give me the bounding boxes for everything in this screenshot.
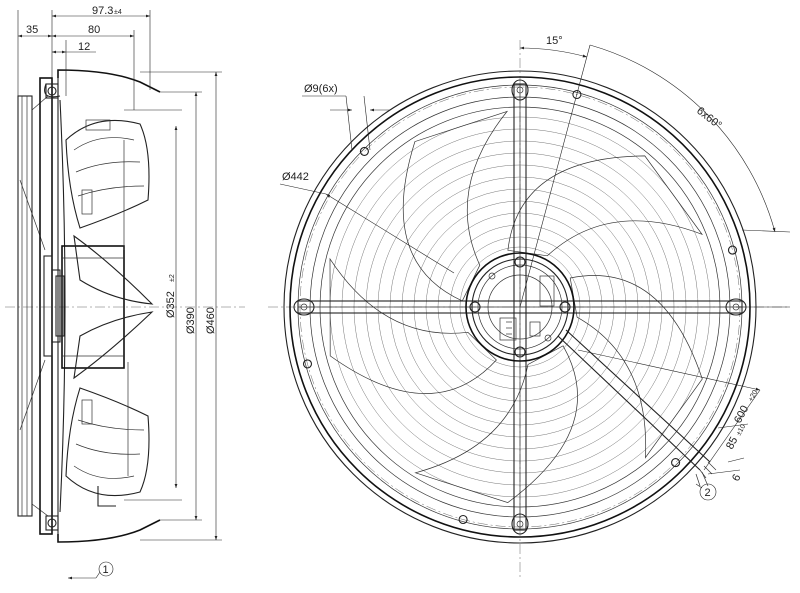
dim-85-tolerance: ±10 [736,423,748,437]
mounting-hole [727,245,738,255]
mounting-hole [671,458,681,468]
fan-blade [402,110,509,302]
venturi-ring [57,69,161,543]
hole-dimension: Ø9(6x) [302,83,390,151]
fan-blades-front [329,110,703,503]
mounting-hole [458,514,468,525]
front-view: 15° 6x60° Ø9(6x) Ø442 600 +20 85 [268,35,791,580]
dim-d390: Ø390 [185,307,197,334]
dim-97-3: 97.3 [92,5,113,17]
fan-blade [329,257,497,394]
dim-85: 85 [724,435,740,451]
dim-15-degrees: 15° [546,35,563,47]
dim-hole-diameter: Ø9(6x) [304,83,338,95]
dim-35: 35 [26,24,38,36]
side-top-dimensions: 97.3 ±4 35 80 12 [17,5,151,110]
dim-80: 80 [88,24,100,36]
mounting-hole [302,359,313,369]
dim-12: 12 [78,41,90,53]
dim-97-3-tolerance: ±4 [114,9,122,16]
side-view: 97.3 ±4 35 80 12 Ø352 ±2 Ø390 Ø460 [5,5,245,580]
cable-exit [557,329,717,487]
motor-hub-front [465,252,575,362]
dim-d460: Ø460 [205,307,217,334]
dim-600-tolerance: +20 [748,389,760,403]
cable-marker: 2 [695,483,717,501]
bolt-circle-dimension: Ø442 [279,171,455,274]
airflow-marker-label: 1 [103,564,109,576]
mounting-hole [572,89,582,100]
fan-blades-side [44,83,154,507]
dim-d352: Ø352 [165,291,177,318]
dim-6: 6 [730,472,743,483]
guard-grill [17,95,49,517]
dim-d442: Ø442 [282,171,309,183]
mounting-flange [39,77,61,535]
airflow-direction-marker: 1 [68,561,114,580]
side-vertical-dimensions: Ø352 ±2 Ø390 Ø460 [124,71,222,541]
motor-hub [55,245,125,369]
cable-marker-label: 2 [705,487,711,499]
mounting-hole [359,146,369,156]
mounting-holes [302,89,738,525]
dim-d352-tolerance: ±2 [169,274,176,282]
fan-blade [569,275,703,459]
fan-blade [507,155,703,257]
fan-blade [414,345,578,503]
dim-6x60-degrees: 6x60° [694,105,724,132]
